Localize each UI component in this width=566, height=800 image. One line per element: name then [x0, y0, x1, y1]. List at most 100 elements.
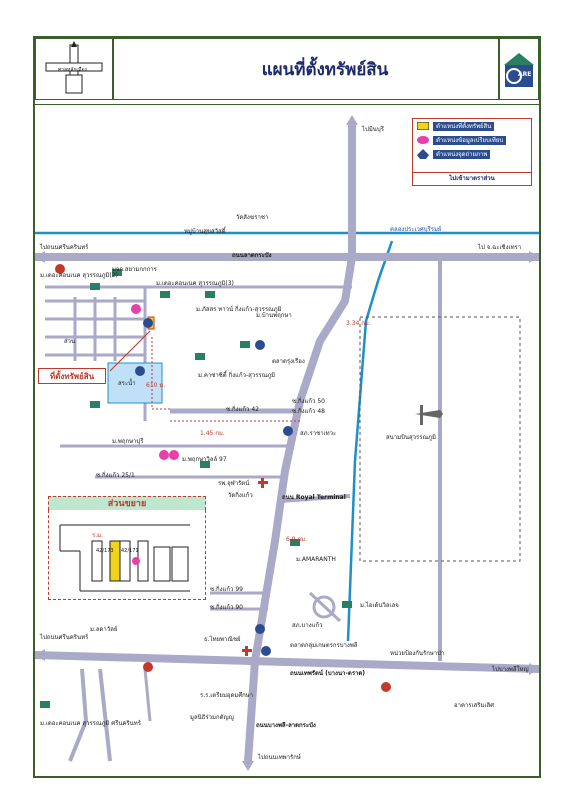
comparison-marker-2 — [131, 304, 141, 314]
label-thai-bank: ธ.ไทยพาณิชย์ — [204, 636, 241, 643]
logo-right-text: ARE — [518, 71, 532, 78]
comparison-marker-4 — [159, 450, 169, 460]
arrow-south-icon — [242, 761, 254, 771]
comparison-swatch-icon — [417, 136, 429, 144]
arrow-west-top-icon — [35, 251, 45, 263]
sale-plan-box — [48, 510, 206, 600]
label-to-srinakarin-top: ไปถนนศรีนครินทร์ — [40, 244, 89, 251]
label-village-j: ม.ไอเด้นวิลเลจ — [360, 602, 399, 609]
legend-label-comparison: ตำแหน่งข้อมูลเปรียบเทียบ — [433, 135, 507, 145]
label-village-g: ม.คาซ่าซิตี้ กิ่งแก้ว-สุวรรณภูมิ — [198, 372, 276, 379]
label-dist-69: 6.9 กม. — [286, 536, 307, 543]
label-to-min-buri: ไปมีนบุรี — [362, 126, 384, 133]
label-to-chachoengsao: ไป จ.ฉะเชิงเทรา — [478, 244, 522, 251]
roundabout-road — [308, 591, 342, 623]
label-bangplee-latkrabang: ถนนบางพลี-ลาดกระบัง — [256, 722, 316, 729]
airport-boundary — [359, 316, 521, 562]
map-frame — [33, 36, 541, 778]
label-soi-90: ซ.กิ่งแก้ว 90 — [210, 604, 243, 611]
label-soi-99: ซ.กิ่งแก้ว 99 — [210, 586, 243, 593]
sale-plan-scale: ร.ม. — [92, 532, 103, 539]
parcel-left-label: 42/173 — [96, 548, 114, 554]
label-canal-prawet: คลองประเวศบุรีรมย์ — [390, 226, 442, 233]
residential-grid — [45, 287, 147, 421]
blank-area — [72, 121, 272, 213]
label-village-a: ม.ลดาวัลย์ — [90, 626, 118, 633]
photo-marker-1 — [143, 318, 153, 328]
label-police: สภ.ราชาเทวะ — [300, 430, 337, 437]
label-swamp: สระน้ำ — [118, 380, 136, 387]
arrow-east-bottom-icon — [529, 663, 539, 675]
label-soi-suan: ส่วน — [64, 338, 76, 345]
title-box — [113, 38, 499, 100]
label-school: ร.ร.เตรียมอุดมศึกษา — [200, 692, 254, 699]
care-logo-icon — [504, 53, 534, 87]
road-bang-na — [35, 651, 539, 673]
label-airport: สนามบินสุวรรณภูมิ — [386, 434, 436, 441]
label-bangplee-market: ตลาดกลุ่มเกษตรกรบางพลี — [290, 642, 358, 649]
header: ศาลหลักเมือง แผนที่ตั้งทรัพย์สิน ARE — [35, 38, 539, 102]
photo-marker-3 — [283, 426, 293, 436]
site-pointer-line — [109, 330, 151, 372]
parcel-right-label: 42/171 — [121, 548, 139, 554]
label-foundation: มูลนิธิร่วมกตัญญู — [190, 714, 234, 721]
label-wat-top: วัดสังฆราชา — [236, 214, 269, 221]
label-village-top: หมู่บ้านสุขสวัสดิ์ — [184, 228, 226, 235]
label-dist-610: 610 ม. — [146, 382, 166, 389]
label-dist-334: 3.34 กม. — [346, 320, 371, 327]
road-bottom-left-1 — [98, 668, 112, 762]
label-dist-145: 1.45 กม. — [200, 430, 225, 437]
legend-item-site: ตำแหน่งที่ตั้งทรัพย์สิน — [413, 119, 531, 133]
label-royal-terminal: ถนน Royal Terminal — [282, 494, 346, 501]
sale-plan — [59, 524, 190, 592]
arrow-west-bottom-icon — [35, 649, 45, 661]
label-to-srinakarin-bottom: ไปถนนศรีนครินทร์ — [40, 634, 89, 641]
comparison-marker-3 — [169, 450, 179, 460]
site-swatch-icon — [417, 122, 429, 130]
road-king-kaew — [244, 256, 356, 762]
label-soi-50: ซ.กิ่งแก้ว 50 — [292, 398, 325, 405]
label-village-h: ม.พฤกษาปุรี — [112, 438, 144, 445]
logo-left-box: ศาลหลักเมือง — [35, 38, 113, 100]
logo-right-box: ARE — [499, 38, 539, 100]
canal-diagonal — [346, 240, 394, 642]
legend-item-photo: ตำแหน่งจุดถ่ายภาพ — [413, 147, 531, 161]
label-soi-42: ซ.กิ่งแก้ว 42 — [226, 406, 259, 413]
label-to-thepharak: ไปถนนเทพารักษ์ — [258, 754, 301, 761]
gas-station-icons — [55, 264, 391, 692]
label-hospital-top: รพ.จุฬารัตน์ — [218, 480, 250, 487]
label-village-k: ม.เดอะคอนเนค สุวรรณภูมิ ศรีนครินทร์ — [40, 720, 141, 727]
legend-item-comparison: ตำแหน่งข้อมูลเปรียบเทียบ — [413, 133, 531, 147]
label-village-i: ม.พฤกษาวิลล์ 97 — [182, 456, 227, 463]
label-village-d: ม.เดอะคอนเนค สุวรรณภูมิ(3) — [156, 280, 234, 287]
road-bottom-left-3 — [68, 668, 89, 762]
label-soi-48: ซ.กิ่งแก้ว 48 — [292, 408, 325, 415]
legend-label-photo: ตำแหน่งจุดถ่ายภาพ — [433, 149, 491, 159]
site-callout: ที่ตั้งทรัพย์สิน — [38, 368, 106, 384]
photo-marker-4 — [261, 646, 271, 656]
road-royal-terminal — [279, 494, 351, 503]
photo-marker-2 — [135, 366, 145, 376]
label-sal-bangplee: สภ.บางแก้ว — [292, 622, 323, 629]
map-canvas — [35, 104, 539, 771]
label-wat-kingkaew: วัดกิ่งแก้ว — [228, 492, 253, 499]
arrow-north-icon — [346, 115, 358, 125]
roundabout — [312, 595, 336, 619]
dist-line-610 — [151, 337, 170, 410]
logo-left-text: ศาลหลักเมือง — [58, 67, 87, 73]
sale-plan-title: ส่วนขยาย — [48, 496, 206, 510]
hospital-icons — [242, 478, 268, 656]
label-village-e: ม.ภัสสร ทาวน์ กิ่งแก้ว-สุวรรณภูมิ — [196, 306, 282, 313]
city-pillar-logo-icon — [45, 41, 103, 94]
pond — [107, 362, 163, 404]
label-lat-krabang-road: ถนนลาดกระบัง — [232, 252, 272, 259]
village-icons — [40, 269, 352, 708]
label-amaranth: ม.AMARANTH — [296, 556, 336, 563]
label-forest-office: หน่วยป้องกันรักษาป่า — [390, 650, 445, 657]
label-bang-na-road: ถนนเทพรัตน์ (บางนา-ตราด) — [290, 670, 366, 677]
label-to-bang-plee: ไปบางพลีใหญ่ — [492, 666, 529, 673]
road-bottom-left-2 — [143, 668, 152, 722]
page-title: แผนที่ตั้งทรัพย์สิน — [261, 59, 389, 80]
label-company: บจก.สยามกกการ — [112, 266, 157, 273]
photo-swatch-icon — [417, 149, 429, 159]
